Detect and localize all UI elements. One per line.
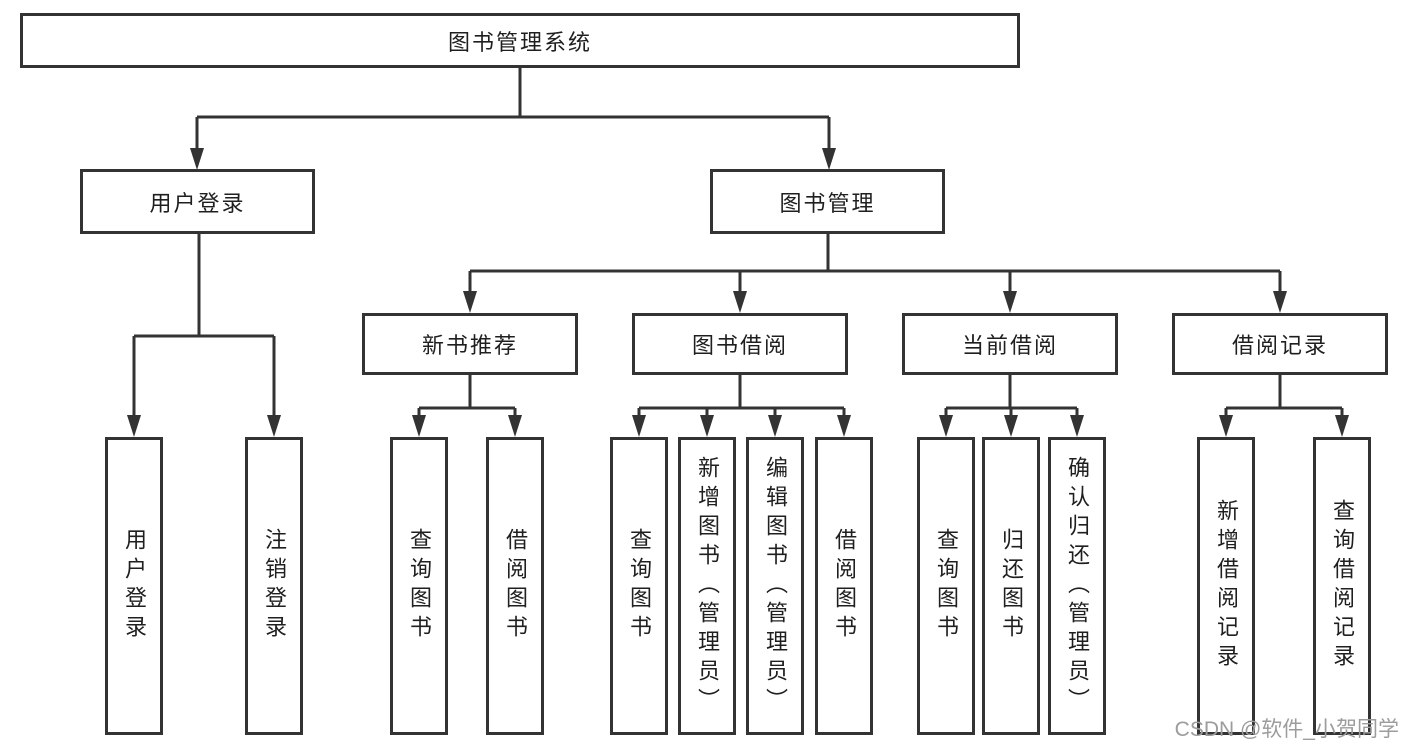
node-label: 借阅记录 xyxy=(1231,333,1328,358)
node-label: 注销登录 xyxy=(262,528,287,644)
node-borrow-records: 借阅记录 xyxy=(1172,313,1388,375)
node-label: 借阅图书 xyxy=(832,528,857,644)
node-library-management-system: 图书管理系统 xyxy=(20,13,1020,68)
leaf-add-borrow-record: 新增借阅记录 xyxy=(1197,437,1255,735)
node-label: 当前借阅 xyxy=(961,333,1058,358)
leaf-query-borrow-record: 查询借阅记录 xyxy=(1313,437,1371,735)
node-label: 归还图书 xyxy=(999,528,1024,644)
node-label: 查询图书 xyxy=(934,528,959,644)
leaf-edit-books-admin: 编辑图书（管理员） xyxy=(746,437,804,735)
node-label: 新增借阅记录 xyxy=(1214,499,1239,673)
node-book-management: 图书管理 xyxy=(710,169,945,234)
node-label: 图书管理系统 xyxy=(447,29,592,55)
leaf-return-books: 归还图书 xyxy=(982,437,1040,735)
leaf-query-books-borrow: 查询图书 xyxy=(610,437,668,735)
node-label: 新增图书（管理员） xyxy=(695,455,720,717)
node-label: 图书管理 xyxy=(779,190,876,216)
node-label: 借阅图书 xyxy=(503,528,528,644)
leaf-borrow-books-recommend: 借阅图书 xyxy=(486,437,544,735)
leaf-query-books-current: 查询图书 xyxy=(917,437,975,735)
node-label: 用户登录 xyxy=(122,528,147,644)
leaf-add-books-admin: 新增图书（管理员） xyxy=(678,437,736,735)
node-book-borrow: 图书借阅 xyxy=(632,313,848,375)
node-label: 查询图书 xyxy=(407,528,432,644)
leaf-user-login: 用户登录 xyxy=(105,437,163,735)
watermark: CSDN @软件_小贺同学 xyxy=(1174,718,1399,741)
node-label: 用户登录 xyxy=(149,190,246,216)
leaf-confirm-return-admin: 确认归还（管理员） xyxy=(1048,437,1106,735)
node-label: 编辑图书（管理员） xyxy=(763,455,788,717)
node-new-book-recommend: 新书推荐 xyxy=(362,313,578,375)
node-label: 图书借阅 xyxy=(691,333,788,358)
node-label: 查询借阅记录 xyxy=(1330,499,1355,673)
node-current-borrow: 当前借阅 xyxy=(902,313,1118,375)
node-label: 新书推荐 xyxy=(421,333,518,358)
node-user-login: 用户登录 xyxy=(80,169,315,234)
node-label: 查询图书 xyxy=(627,528,652,644)
leaf-borrow-books: 借阅图书 xyxy=(815,437,873,735)
leaf-logout: 注销登录 xyxy=(245,437,303,735)
leaf-query-books-recommend: 查询图书 xyxy=(390,437,448,735)
node-label: 确认归还（管理员） xyxy=(1065,455,1090,717)
